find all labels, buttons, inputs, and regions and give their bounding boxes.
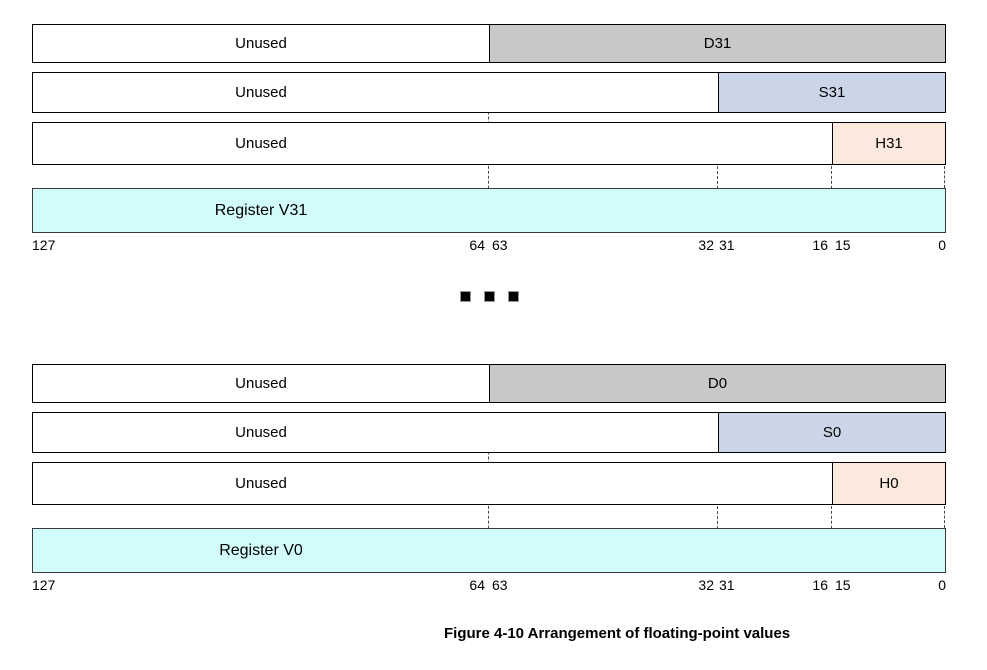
row-half-v31: Unused H31 [32, 122, 946, 165]
ellipsis-square-2 [484, 291, 495, 302]
row-vector-v31: Register V31 [32, 188, 946, 233]
dash-bit0 [944, 166, 945, 188]
bit-label-64-v31: 64 [469, 237, 485, 253]
bit-label-127-v31: 127 [32, 237, 56, 253]
bit-label-63-v0: 63 [492, 577, 508, 593]
unused-label-double-v0: Unused [235, 375, 287, 392]
field-half-v31: H31 [832, 123, 945, 164]
unused-label-single-v0: Unused [235, 424, 287, 441]
row-double-v31: Unused D31 [32, 24, 946, 63]
bit-label-15-v31: 15 [835, 237, 851, 253]
field-double-v0: D0 [489, 365, 945, 402]
field-label-half-v0: H0 [879, 475, 899, 492]
field-single-v0: S0 [718, 413, 945, 452]
figure-caption: Figure 4-10 Arrangement of floating-poin… [444, 625, 791, 642]
field-label-single-v31: S31 [818, 84, 846, 101]
row-half-v0: Unused H0 [32, 462, 946, 505]
ellipsis-square-3 [508, 291, 519, 302]
field-label-double-v0: D0 [707, 375, 728, 392]
field-label-single-v0: S0 [822, 424, 842, 441]
unused-label-double-v31: Unused [235, 35, 287, 52]
bit-label-127-v0: 127 [32, 577, 56, 593]
bit-label-32-v31: 32 [698, 237, 714, 253]
ellipsis-icon [460, 291, 519, 302]
ellipsis-square-1 [460, 291, 471, 302]
field-double-v31: D31 [489, 25, 945, 62]
unused-label-single-v31: Unused [235, 84, 287, 101]
dash-bit32-v0 [717, 462, 718, 573]
bit-label-16-v0: 16 [812, 577, 828, 593]
bit-label-31-v31: 31 [719, 237, 735, 253]
bit-label-0-v31: 0 [938, 237, 946, 253]
bit-label-64-v0: 64 [469, 577, 485, 593]
unused-label-half-v0: Unused [235, 475, 287, 492]
field-label-half-v31: H31 [875, 135, 903, 152]
row-single-v0: Unused S0 [32, 412, 946, 453]
field-half-v0: H0 [832, 463, 945, 504]
bit-label-15-v0: 15 [835, 577, 851, 593]
vector-label-v0: Register V0 [219, 541, 303, 559]
row-double-v0: Unused D0 [32, 364, 946, 403]
dash-bit0-v0 [944, 506, 945, 528]
field-single-v31: S31 [718, 73, 945, 112]
vector-label-v31: Register V31 [214, 201, 308, 219]
row-vector-v0: Register V0 [32, 528, 946, 573]
dash-bit32 [717, 122, 718, 233]
field-label-double-v31: D31 [703, 35, 732, 52]
bit-label-0-v0: 0 [938, 577, 946, 593]
bit-label-16-v31: 16 [812, 237, 828, 253]
row-single-v31: Unused S31 [32, 72, 946, 113]
unused-label-half-v31: Unused [235, 135, 287, 152]
bit-label-31-v0: 31 [719, 577, 735, 593]
bit-label-63-v31: 63 [492, 237, 508, 253]
bit-label-32-v0: 32 [698, 577, 714, 593]
